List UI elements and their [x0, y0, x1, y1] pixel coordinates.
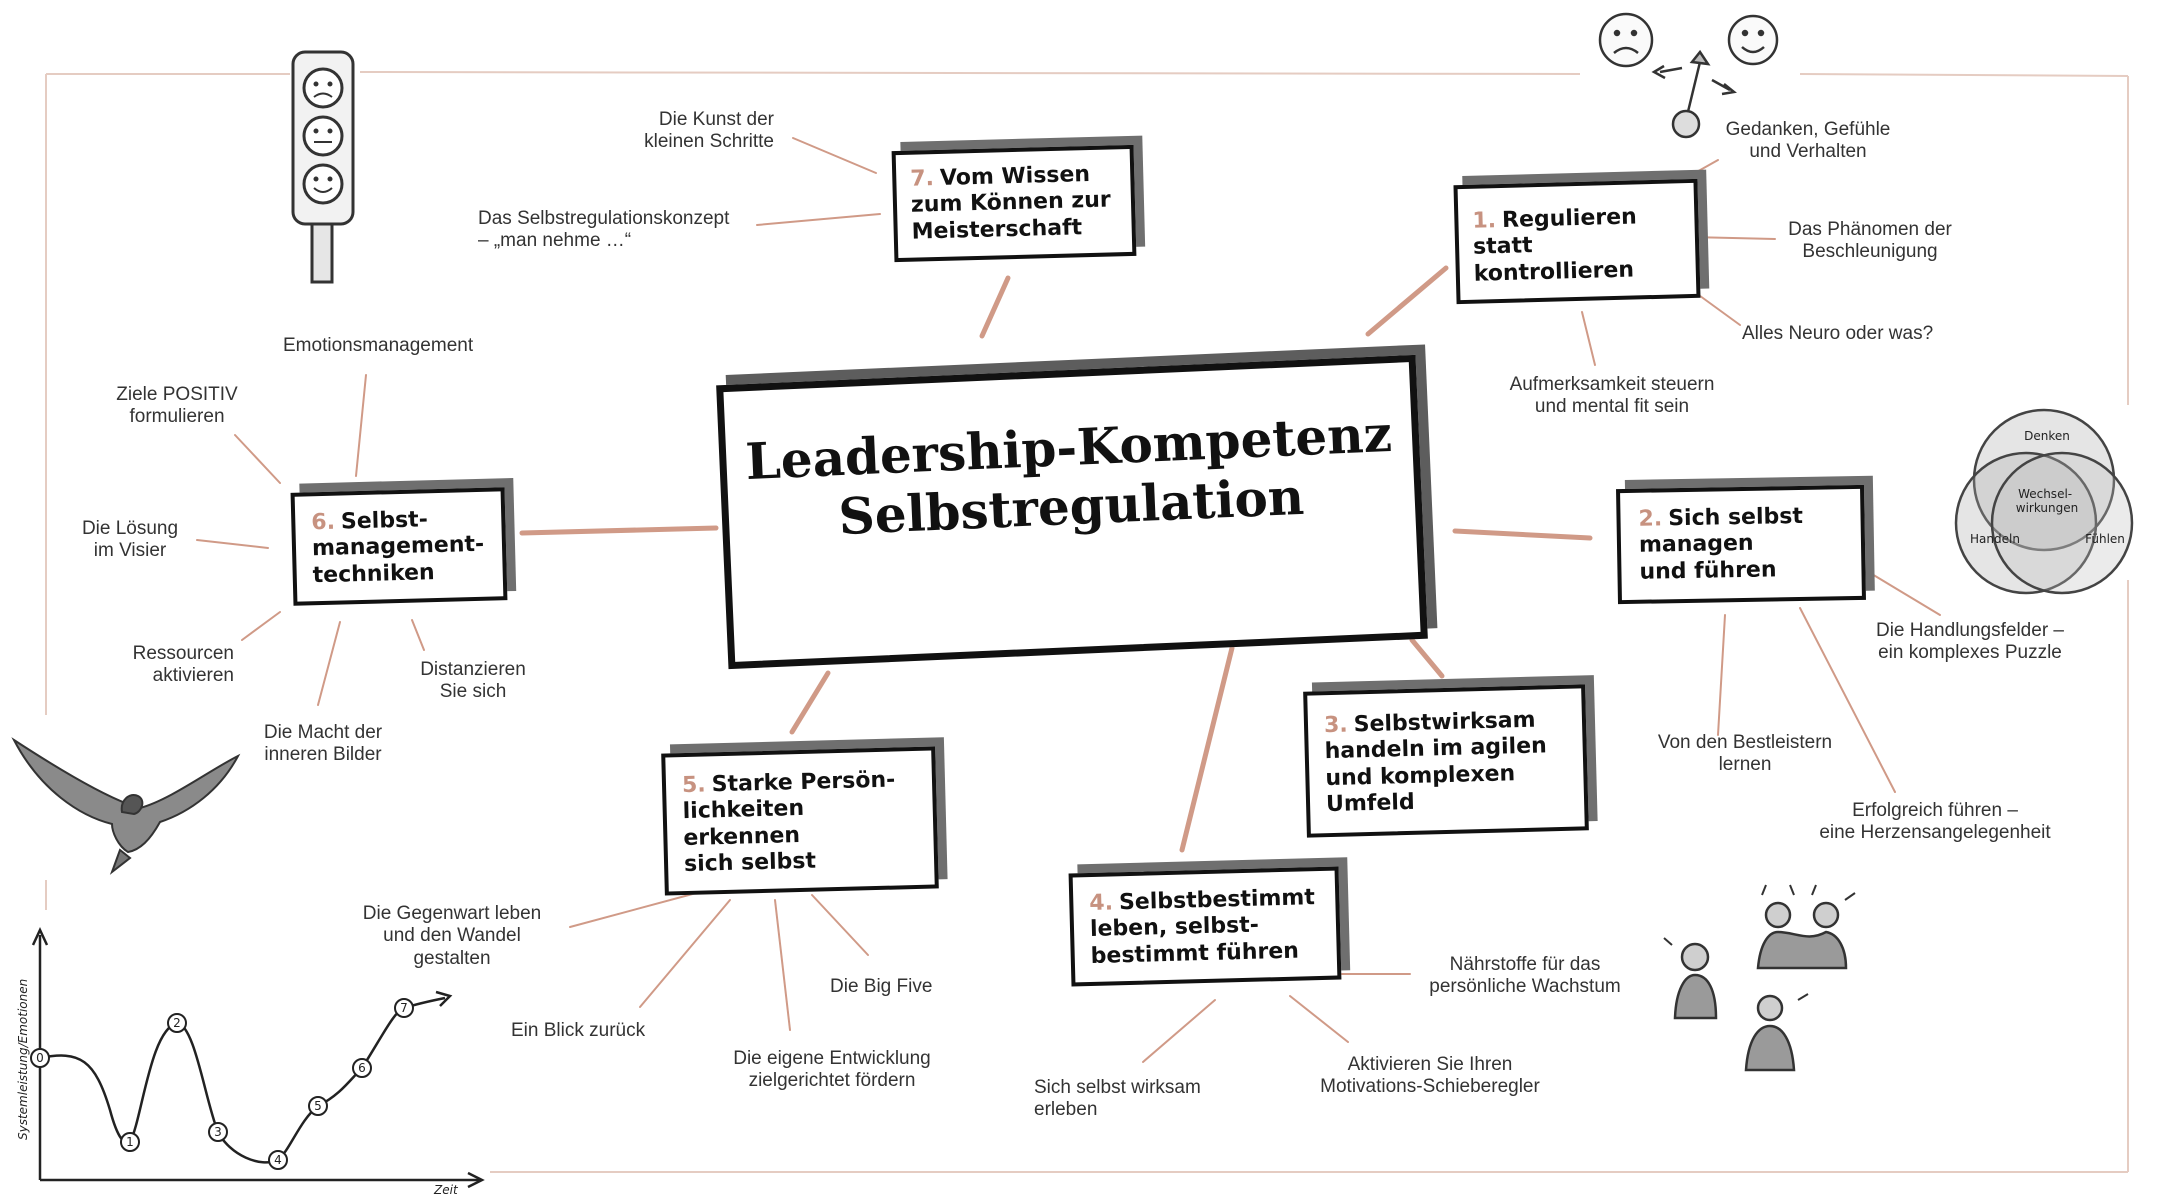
- topic-box-1[interactable]: 1.Regulieren statt kontrollieren: [1453, 178, 1701, 305]
- label-kunst: Die Kunst der kleinen Schritte: [644, 109, 774, 153]
- venn-right-label: Fühlen: [2085, 532, 2125, 546]
- label-aktivieren: Aktivieren Sie Ihren Motivations-Schiebe…: [1320, 1054, 1540, 1098]
- topic-title: Selbstbestimmt leben, selbst- bestimmt f…: [1089, 885, 1316, 969]
- label-entwicklung: Die eigene Entwicklung zielgerichtet för…: [733, 1048, 931, 1092]
- topic-box-4[interactable]: 4.Selbstbestimmt leben, selbst- bestimmt…: [1068, 866, 1342, 987]
- topic-box-5[interactable]: 5.Starke Persön- lichkeiten erkennen sic…: [661, 746, 939, 896]
- label-erfolgreich: Erfolgreich führen – eine Herzensangeleg…: [1819, 800, 2051, 844]
- graph-x-label: Zeit: [433, 1183, 459, 1195]
- label-emotion: Emotionsmanagement: [283, 335, 474, 356]
- graph-point-label: 5: [314, 1099, 322, 1113]
- topic-number: 5.: [681, 772, 707, 799]
- label-distanzieren: Distanzieren Sie sich: [420, 659, 526, 703]
- topic-box-2[interactable]: 2.Sich selbst managen und führen: [1616, 484, 1866, 605]
- label-ressourcen: Ressourcen aktivieren: [132, 643, 234, 687]
- label-naehrstoffe: Nährstoffe für das persönliche Wachstum: [1429, 954, 1621, 998]
- label-konzept: Das Selbstregulationskonzept – „man nehm…: [478, 208, 730, 252]
- graph-point-label: 7: [400, 1001, 408, 1015]
- traffic-light-icon: [291, 50, 355, 284]
- graph-point-label: 0: [36, 1051, 44, 1065]
- outer-frame: [45, 71, 2129, 1173]
- venn-center-line-2: wirkungen: [2016, 501, 2078, 515]
- topic-number: 7.: [909, 166, 935, 192]
- label-wirksam: Sich selbst wirksam erleben: [1034, 1077, 1201, 1121]
- label-bestleister: Von den Bestleistern lernen: [1657, 732, 1833, 776]
- topic-box-6[interactable]: 6.Selbst- management- techniken: [290, 487, 508, 606]
- label-gedanken: Gedanken, Gefühle und Verhalten: [1725, 119, 1891, 163]
- label-phaenomen: Das Phänomen der Beschleunigung: [1788, 219, 1952, 263]
- graph-point-label: 6: [358, 1061, 366, 1075]
- venn-diagram: [1954, 408, 2134, 595]
- label-gegenwart: Die Gegenwart leben und den Wandel gesta…: [362, 903, 542, 969]
- topic-number: 1.: [1472, 208, 1497, 234]
- venn-top-label: Denken: [2024, 429, 2070, 443]
- graph-points: [30, 998, 414, 1170]
- graph-point-label: 1: [126, 1135, 134, 1149]
- mood-compass-icon: [1598, 12, 1779, 139]
- eagle-icon: [11, 737, 241, 875]
- graph-point-label: 4: [274, 1153, 282, 1167]
- venn-center-label: Wechsel- wirkungen: [2016, 487, 2078, 515]
- venn-center-line-1: Wechsel-: [2018, 487, 2072, 501]
- main-spokes: [519, 265, 1593, 853]
- topic-title: Selbstwirksam handeln im agilen und komp…: [1324, 707, 1548, 818]
- topic-number: 6.: [311, 509, 336, 536]
- topic-box-7[interactable]: 7.Vom Wissen zum Können zur Meisterschaf…: [891, 144, 1137, 263]
- graph-point-label: 2: [173, 1016, 181, 1030]
- label-neuro: Alles Neuro oder was?: [1742, 323, 1934, 344]
- label-handlungsfelder: Die Handlungsfelder – ein komplexes Puzz…: [1875, 620, 2064, 664]
- topic-title: Starke Persön- lichkeiten erkennen sich …: [682, 767, 896, 878]
- label-loesung: Die Lösung im Visier: [81, 518, 179, 562]
- label-bigfive: Die Big Five: [830, 976, 933, 997]
- label-ziele: Ziele POSITIV formulieren: [116, 384, 238, 428]
- label-aufmerksamkeit: Aufmerksamkeit steuern und mental fit se…: [1509, 374, 1715, 418]
- topic-title: Regulieren statt kontrollieren: [1472, 204, 1638, 287]
- graph-point-label: 3: [214, 1125, 222, 1139]
- topic-title: Sich selbst managen und führen: [1638, 503, 1804, 585]
- leaf-connectors: [196, 137, 1941, 1063]
- topic-number: 3.: [1323, 712, 1349, 739]
- topic-title: Vom Wissen zum Können zur Meisterschaft: [910, 162, 1111, 245]
- label-blick: Ein Blick zurück: [511, 1020, 646, 1041]
- topic-number: 4.: [1089, 890, 1114, 917]
- topic-box-3[interactable]: 3.Selbstwirksam handeln im agilen und ko…: [1303, 684, 1589, 838]
- graph-y-label: Systemleistung/Emotionen: [16, 979, 30, 1140]
- venn-left-label: Handeln: [1970, 532, 2020, 546]
- topic-number: 2.: [1638, 506, 1663, 532]
- topic-title: Selbst- management- techniken: [311, 507, 485, 589]
- label-macht: Die Macht der inneren Bilder: [263, 722, 383, 766]
- people-icon: [1663, 884, 1856, 1072]
